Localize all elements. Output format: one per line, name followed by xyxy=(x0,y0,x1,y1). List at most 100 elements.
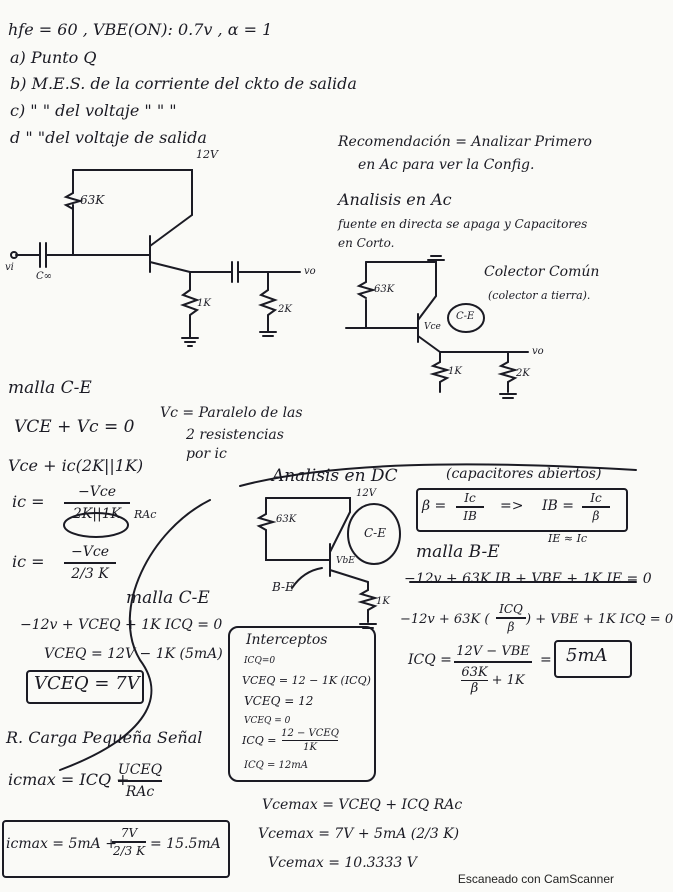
dc-note: (capacitores abiertos) xyxy=(446,466,602,482)
dc-wire-left xyxy=(265,497,331,561)
ic-fraction: −Vce 2K||1K xyxy=(60,484,134,522)
resistor-2k xyxy=(258,289,278,333)
load-eq2-fraction: 7V 2/3 K xyxy=(110,826,148,858)
beta-bar xyxy=(456,506,484,508)
malla-be-eq2-bar xyxy=(496,617,526,619)
intercepts-l2: VCEQ = 12 − 1K (ICQ) xyxy=(242,674,371,687)
dc-wire-top xyxy=(265,497,351,513)
ac-line1: fuente en directa se apaga y Capacitores xyxy=(338,217,588,231)
wire-top xyxy=(72,169,193,216)
icq-fraction: 12V − VBE 63K β + 1K xyxy=(452,644,534,696)
icq-den-bar xyxy=(461,680,488,681)
intercepts-l5-den: 1K xyxy=(303,742,317,753)
ac-vce-label: Vce xyxy=(424,322,441,332)
malla-be-eq2-fraction: ICQ β xyxy=(494,602,528,634)
circuit-drawings xyxy=(10,169,637,771)
ac-gnd-bottom xyxy=(499,393,517,399)
icmax-box xyxy=(2,820,230,878)
ac-resistor-2k xyxy=(497,351,519,393)
beta-box xyxy=(416,488,628,532)
load-eq1-fraction: UCEQ RAc xyxy=(116,762,164,800)
malla-ce-dc-eq1: −12v + VCEQ + 1K ICQ = 0 xyxy=(20,617,223,633)
beta-arrow: => xyxy=(500,498,524,514)
rac-label: RAc xyxy=(134,508,157,521)
ic2-fraction: −Vce 2/3 K xyxy=(60,544,120,582)
scanner-watermark: Escaneado con CamScanner xyxy=(457,872,614,886)
ac-vo-label: vo xyxy=(532,346,544,357)
icq-lhs: ICQ = xyxy=(408,652,452,668)
vceq-result-box xyxy=(26,670,144,704)
cap-output xyxy=(231,261,239,283)
resistor-1k xyxy=(180,289,200,339)
cap-label: C∞ xyxy=(36,271,52,282)
dc-ce-circle xyxy=(347,503,401,565)
r-emitter-label: 1K xyxy=(197,298,211,309)
icq-result-box xyxy=(554,640,632,678)
ac-line2: en Corto. xyxy=(338,236,395,250)
dc-be-arrow xyxy=(291,567,323,589)
load-eq2-bar xyxy=(112,841,146,843)
dc-r-base-label: 63K xyxy=(276,514,297,525)
ac-transistor-emit xyxy=(417,335,441,353)
ac-title: Analisis en Ac xyxy=(338,190,452,209)
vc-note-3: por ic xyxy=(186,446,227,462)
ac-r-base-label: 63K xyxy=(374,284,395,295)
vcc-label: 12V xyxy=(196,148,218,161)
vc-note-2: 2 resistencias xyxy=(186,427,284,443)
ic2-lhs: ic = xyxy=(12,552,45,571)
intercepts-l1: ICQ=0 xyxy=(244,656,276,666)
icq-equals: = xyxy=(540,652,552,668)
intercepts-l5-num: 12 − VCEQ xyxy=(281,728,339,739)
icq-den: 63K β + 1K xyxy=(452,665,534,696)
icq-num: 12V − VBE xyxy=(456,644,530,659)
dc-resistor-63k xyxy=(256,513,277,531)
malla-be-eq2-den: β xyxy=(507,620,515,634)
dc-r-emitter-label: 1K xyxy=(376,596,390,607)
transistor-emitter xyxy=(149,261,191,273)
intercepts-l5a: ICQ = xyxy=(242,734,277,747)
ac-wire-top xyxy=(365,261,437,273)
load-eq2-den: 2/3 K xyxy=(112,844,146,858)
be-label: B-E xyxy=(272,580,294,594)
vcemax-l1: Vcemax = VCEQ + ICQ RAc xyxy=(262,797,463,813)
dc-vbe-label: VbE xyxy=(336,556,355,566)
ac-transistor-col xyxy=(417,271,437,321)
malla-be-eq1: −12v + 63K IB + VBE + 1K IE = 0 xyxy=(404,571,652,587)
ac-ce-circle xyxy=(447,303,485,333)
dc-transistor-col xyxy=(329,511,351,553)
icq-den-frac: 63K β xyxy=(461,665,488,696)
icq-den1: 63K xyxy=(461,665,488,680)
r-base-label: 63K xyxy=(80,193,105,207)
load-eq1-den: RAc xyxy=(125,784,155,800)
recommendation-line2: en Ac para ver la Config. xyxy=(358,157,535,173)
intercepts-l4: VCEQ = 0 xyxy=(244,716,291,726)
malla-ce-dc-eq2: VCEQ = 12V − 1K (5mA) xyxy=(44,646,223,662)
intercepts-box xyxy=(228,626,376,782)
load-eq1-num: UCEQ xyxy=(117,762,163,778)
ic2-bar xyxy=(64,562,116,564)
intercepts-l3: VCEQ = 12 xyxy=(244,694,314,708)
icq-den2: + 1K xyxy=(491,673,525,688)
r-load-label: 2K xyxy=(278,304,292,315)
ac-r-emitter-label: 1K xyxy=(448,366,462,377)
dc-title: Analisis en DC xyxy=(272,466,398,486)
load-eq2-lhs: icmax = 5mA + xyxy=(6,836,117,852)
ib-lhs: IB = xyxy=(542,498,574,514)
intercepts-l6: ICQ = 12mA xyxy=(244,760,308,771)
ac-r-load-label: 2K xyxy=(516,368,530,379)
ib-fraction: Ic β xyxy=(580,491,612,523)
ib-num: Ic xyxy=(590,491,602,505)
vi-label: vi xyxy=(5,262,14,273)
malla-ce-title: malla C-E xyxy=(8,378,92,398)
malla-be-eq2b: ) + VBE + 1K ICQ = 0 xyxy=(526,612,673,627)
malla-be-eq2a: −12v + 63K ( xyxy=(400,612,490,627)
intercepts-title: Interceptos xyxy=(246,632,328,648)
load-eq2-num: 7V xyxy=(120,826,138,840)
beta-fraction: Ic IB xyxy=(454,491,486,523)
vc-note-1: Vc = Paralelo de las xyxy=(160,405,303,421)
ic-den: 2K||1K xyxy=(72,506,122,522)
dc-vcc-label: 12V xyxy=(356,488,376,499)
icq-result: 5mA xyxy=(566,645,608,666)
vo-label: vo xyxy=(304,266,316,277)
ib-den: β xyxy=(592,509,600,523)
